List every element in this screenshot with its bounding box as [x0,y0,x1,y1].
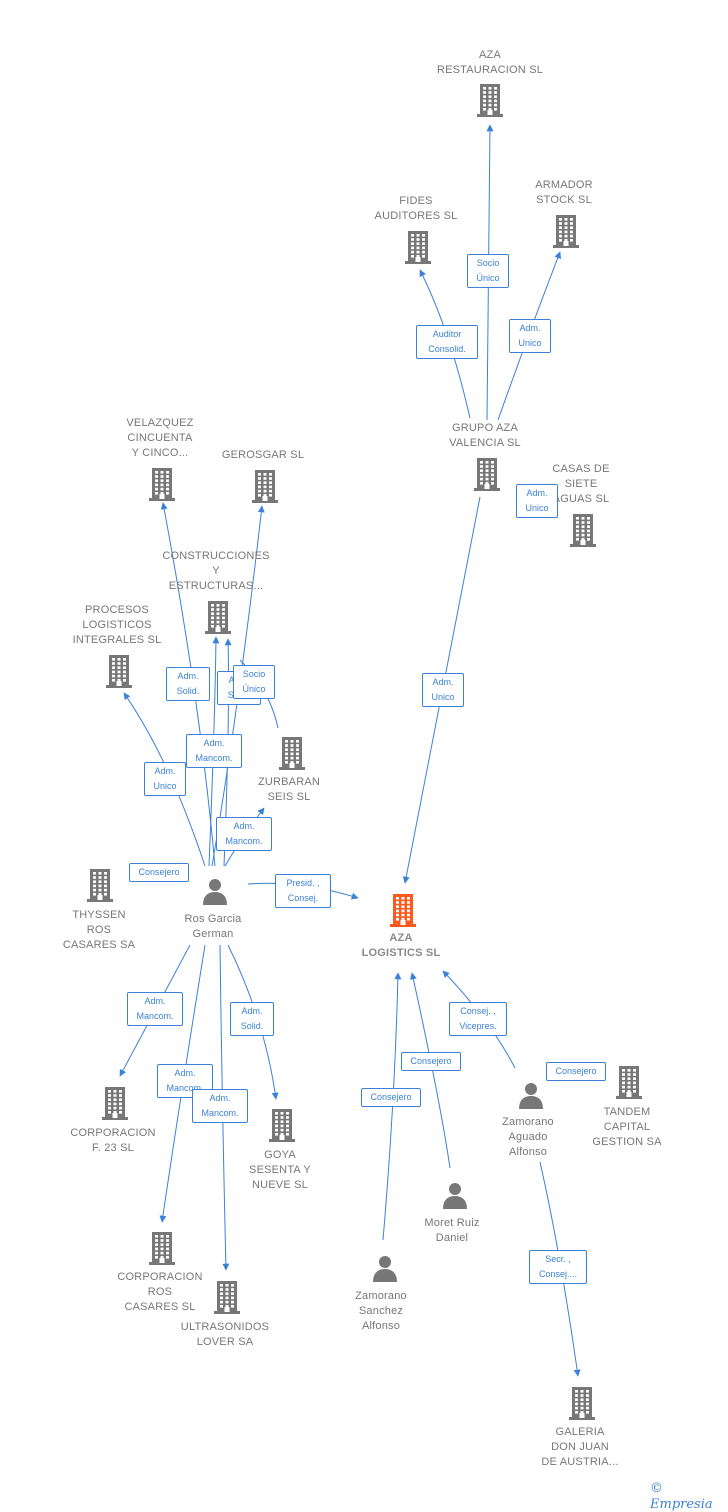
person-icon[interactable] [441,1181,469,1214]
edge-label-auditor: Auditor Consolid. [416,325,478,359]
building-icon[interactable] [390,893,416,932]
footer-brand[interactable]: © Empresia [650,1480,728,1512]
node-label[interactable]: Ros Garcia German [184,913,242,940]
node-label[interactable]: Zamorano Sanchez Alfonso [355,1290,407,1332]
edge-label-socio-unico-aza: Socio Único [467,254,509,288]
node-label[interactable]: GALERIA DON JUAN DE AUSTRIA... [541,1426,619,1468]
edge-label-adm-unico-procesos: Adm. Unico [144,762,186,796]
node-label[interactable]: ZURBARAN SEIS SL [257,776,321,803]
building-icon[interactable] [205,600,231,639]
building-icon[interactable] [570,513,596,552]
node-label[interactable]: CORPORACION F. 23 SL [70,1127,156,1154]
node-label[interactable]: GRUPO AZA VALENCIA SL [449,422,521,449]
edge-label-adm-solid-velazquez: Adm. Solid. [166,667,210,701]
building-icon[interactable] [214,1280,240,1319]
node-label[interactable]: VELAZQUEZ CINCUENTA Y CINCO... [126,417,194,459]
node-label[interactable]: AZA RESTAURACION SL [436,49,544,76]
edge-label-adm-mancom-zurbaran: Adm. Mancom. [216,817,272,851]
node-label[interactable]: CONSTRUCCIONES Y ESTRUCTURAS... [162,550,270,592]
node-label[interactable]: CORPORACION ROS CASARES SL [117,1271,203,1313]
building-icon[interactable] [106,654,132,693]
edge-label-adm-unico-casas: Adm. Unico [516,484,558,518]
building-icon[interactable] [149,1231,175,1270]
relation-edge [409,972,451,1169]
edge-label-consejero-moret: Consejero [401,1052,461,1071]
building-icon[interactable] [405,230,431,269]
person-icon[interactable] [517,1081,545,1114]
edge-label-consejero-tandem: Consejero [546,1062,606,1081]
building-icon[interactable] [553,214,579,253]
brand-name: Empresia [650,1497,713,1512]
edge-label-socio-unico-construcciones: Socio Único [233,665,275,699]
building-icon[interactable] [477,83,503,122]
building-icon[interactable] [569,1386,595,1425]
node-label[interactable]: CASAS DE SIETE AGUAS SL [552,463,610,505]
node-label[interactable]: FIDES AUDITORES SL [374,195,458,222]
edge-label-adm-unico-armador: Adm. Unico [509,319,551,353]
edge-label-adm-mancom-gerosgar: Adm. Mancom. [186,734,242,768]
edge-label-consejero-zamorano: Consejero [361,1088,421,1107]
person-icon[interactable] [201,877,229,910]
node-label[interactable]: THYSSEN ROS CASARES SA [62,909,136,951]
node-label[interactable]: Moret Ruiz Daniel [424,1217,480,1244]
building-icon[interactable] [102,1086,128,1125]
edge-label-adm-mancom-corp-f23: Adm. Mancom. [127,992,183,1026]
node-label[interactable]: PROCESOS LOGISTICOS INTEGRALES SL [72,604,162,646]
node-label[interactable]: TANDEM CAPITAL GESTION SA [592,1106,662,1148]
node-label[interactable]: AZA LOGISTICS SL [361,932,441,959]
building-icon[interactable] [474,457,500,496]
building-icon[interactable] [616,1065,642,1104]
building-icon[interactable] [269,1108,295,1147]
node-label[interactable]: ARMADOR STOCK SL [535,179,593,206]
node-label[interactable]: ULTRASONIDOS LOVER SA [180,1321,270,1348]
node-label[interactable]: GEROSGAR SL [221,449,305,461]
edge-label-secr-consej: Secr. , Consej.... [529,1250,587,1284]
building-icon[interactable] [279,736,305,775]
building-icon[interactable] [87,868,113,907]
edge-label-adm-unico-grupo: Adm. Unico [422,673,464,707]
edge-label-presid-consej: Presid. , Consej. [275,874,331,908]
building-icon[interactable] [252,469,278,508]
edge-label-consej-vicepres: Consej. , Vicepres. [449,1002,507,1036]
edge-label-consejero-thyssen: Consejero [129,863,189,882]
building-icon[interactable] [149,467,175,506]
person-icon[interactable] [371,1254,399,1287]
edge-label-adm-solid-goya: Adm. Solid. [230,1002,274,1036]
edge-label-adm-mancom-ultrasonidos: Adm. Mancom. [192,1089,248,1123]
copyright-symbol: © [650,1481,663,1496]
node-label[interactable]: Zamorano Aguado Alfonso [502,1116,554,1158]
node-label[interactable]: GOYA SESENTA Y NUEVE SL [249,1149,311,1191]
